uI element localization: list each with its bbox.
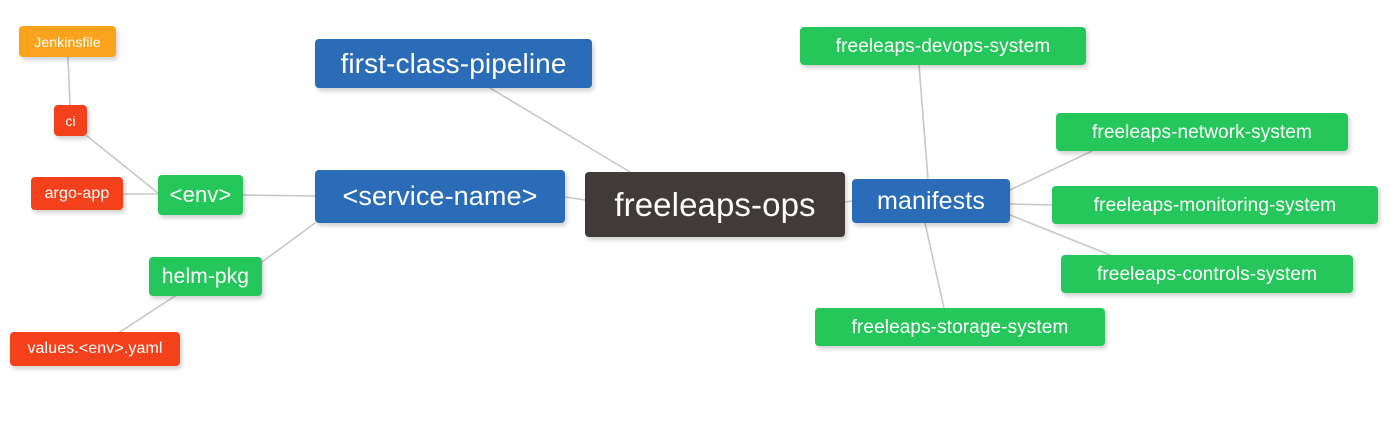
node-freeleaps-monitoring-system[interactable]: freeleaps-monitoring-system [1052,186,1378,224]
node-env[interactable]: <env> [158,175,243,215]
edge-service-name-ops [564,196,586,201]
edge-manifests-devops [918,64,929,180]
node-argo-app[interactable]: argo-app [31,177,123,210]
node-freeleaps-storage-system[interactable]: freeleaps-storage-system [815,308,1105,346]
node-freeleaps-controls-system[interactable]: freeleaps-controls-system [1061,255,1353,293]
edge-service-name-helm-pkg [261,222,316,263]
node-label-freeleaps-storage-system: freeleaps-storage-system [851,316,1069,338]
edge-manifests-storage [924,222,945,309]
node-label-jenkinsfile: Jenkinsfile [34,33,101,50]
node-freeleaps-devops-system[interactable]: freeleaps-devops-system [800,27,1086,65]
edge-manifests-monitoring [1009,203,1053,206]
node-label-freeleaps-monitoring-system: freeleaps-monitoring-system [1093,194,1337,216]
node-label-freeleaps-devops-system: freeleaps-devops-system [835,35,1051,57]
node-label-manifests: manifests [877,186,985,215]
edge-helm-pkg-values [119,295,176,333]
node-label-freeleaps-ops: freeleaps-ops [614,186,816,223]
node-freeleaps-ops[interactable]: freeleaps-ops [585,172,845,237]
node-label-freeleaps-controls-system: freeleaps-controls-system [1096,263,1318,285]
node-label-env: <env> [169,182,232,207]
node-jenkinsfile[interactable]: Jenkinsfile [19,26,116,57]
edge-first-class-pipeline-ops [489,87,631,173]
edge-ops-manifests [844,200,853,203]
node-helm-pkg[interactable]: helm-pkg [149,257,262,296]
node-freeleaps-network-system[interactable]: freeleaps-network-system [1056,113,1348,151]
node-values-env-yaml[interactable]: values.<env>.yaml [10,332,180,366]
edge-manifests-network [1009,150,1093,191]
node-label-values-env-yaml: values.<env>.yaml [27,340,163,357]
node-ci[interactable]: ci [54,105,87,136]
node-first-class-pipeline[interactable]: first-class-pipeline [315,39,592,88]
node-label-ci: ci [65,112,76,129]
edge-env-service-name [242,194,316,197]
node-label-service-name: <service-name> [342,181,538,211]
node-label-freeleaps-network-system: freeleaps-network-system [1092,121,1312,143]
node-label-first-class-pipeline: first-class-pipeline [340,47,567,79]
node-manifests[interactable]: manifests [852,179,1010,223]
node-service-name[interactable]: <service-name> [315,170,565,223]
edge-jenkinsfile-ci [67,56,71,106]
node-label-argo-app: argo-app [44,184,110,202]
node-label-helm-pkg: helm-pkg [161,265,250,288]
